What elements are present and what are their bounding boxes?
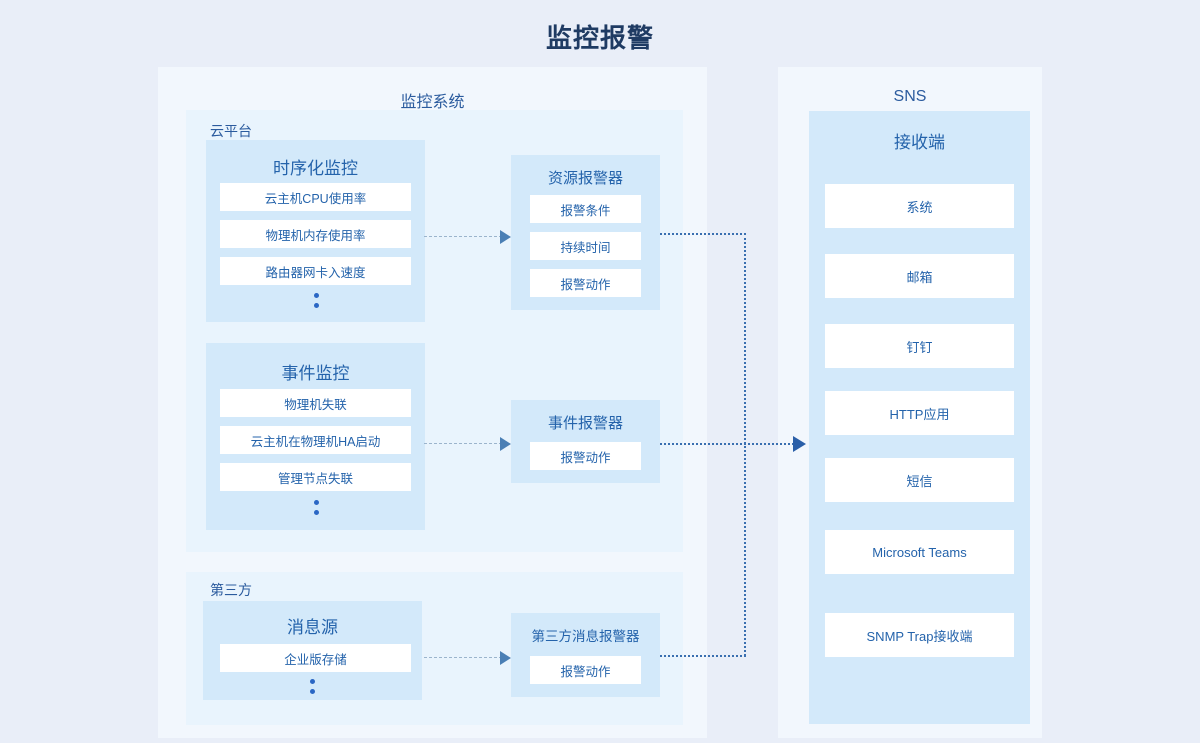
list-item[interactable]: 云主机在物理机HA启动 [220,426,411,454]
connector-event-alarmer-to-sns [660,443,794,445]
card-receiver: 接收端 系统 邮箱 钉钉 HTTP应用 短信 Microsoft Teams S… [809,111,1030,724]
list-item[interactable]: 报警动作 [530,442,641,470]
list-item[interactable]: 报警条件 [530,195,641,223]
monitoring-system-title: 监控系统 [400,94,465,111]
list-item[interactable]: 管理节点失联 [220,463,411,491]
list-item[interactable]: 企业版存储 [220,644,411,672]
connector-timeseries-to-resource-alarmer [424,236,502,237]
list-item[interactable]: 报警动作 [530,656,641,684]
group-label-cloud-platform: 云平台 [210,123,252,139]
connector-resource-alarmer-to-bus [660,233,746,235]
list-item[interactable]: SNMP Trap接收端 [825,613,1014,657]
list-item[interactable]: 钉钉 [825,324,1014,368]
ellipsis-dots [311,293,321,313]
list-item[interactable]: 物理机失联 [220,389,411,417]
card-title-event-alarmer: 事件报警器 [547,415,623,432]
arrowhead-icon [793,436,806,452]
sns-panel-title: SNS [893,88,927,105]
list-item[interactable]: Microsoft Teams [825,530,1014,574]
list-item[interactable]: HTTP应用 [825,391,1014,435]
card-title-resource-alarmer: 资源报警器 [547,170,623,187]
connector-thirdparty-alarmer-to-bus [660,655,746,657]
connector-event-to-event-alarmer [424,443,502,444]
list-item[interactable]: 邮箱 [825,254,1014,298]
card-timeseries-monitoring: 时序化监控 云主机CPU使用率 物理机内存使用率 路由器网卡入速度 [206,140,425,322]
arrowhead-icon [500,437,511,451]
list-item[interactable]: 短信 [825,458,1014,502]
list-item[interactable]: 物理机内存使用率 [220,220,411,248]
arrowhead-icon [500,651,511,665]
card-title-receiver: 接收端 [894,133,945,152]
card-third-party-alarmer: 第三方消息报警器 报警动作 [511,613,660,697]
card-resource-alarmer: 资源报警器 报警条件 持续时间 报警动作 [511,155,660,310]
list-item[interactable]: 云主机CPU使用率 [220,183,411,211]
arrowhead-icon [500,230,511,244]
group-label-third-party: 第三方 [210,582,252,598]
card-title-message-source: 消息源 [287,618,338,637]
card-title-timeseries-monitoring: 时序化监控 [273,159,358,178]
card-message-source: 消息源 企业版存储 [203,601,422,700]
ellipsis-dots [307,679,317,699]
connector-source-to-thirdparty-alarmer [424,657,502,658]
card-title-event-monitoring: 事件监控 [281,364,350,383]
card-event-alarmer: 事件报警器 报警动作 [511,400,660,483]
card-event-monitoring: 事件监控 物理机失联 云主机在物理机HA启动 管理节点失联 [206,343,425,530]
list-item[interactable]: 路由器网卡入速度 [220,257,411,285]
list-item[interactable]: 系统 [825,184,1014,228]
list-item[interactable]: 报警动作 [530,269,641,297]
page-title: 监控报警 [545,23,654,53]
list-item[interactable]: 持续时间 [530,232,641,260]
ellipsis-dots [311,500,321,520]
card-title-third-party-alarmer: 第三方消息报警器 [531,629,640,644]
